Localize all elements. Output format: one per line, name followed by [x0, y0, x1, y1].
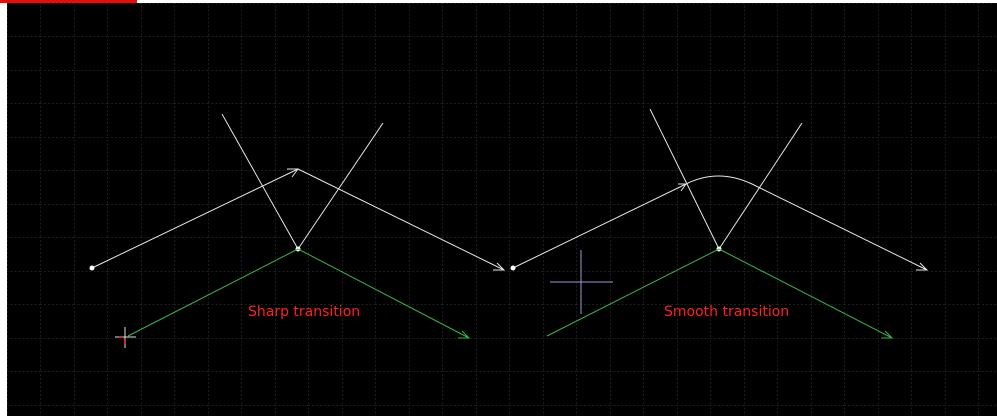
cursor-crosshair-large [550, 250, 613, 314]
transition-diagram: Sharp transition [7, 3, 997, 416]
sharp-v-line-left [221, 113, 299, 250]
sharp-green-vector-in [127, 248, 299, 337]
cursor-crosshair-small [115, 327, 136, 348]
smooth-arrowhead-end [916, 262, 929, 271]
sharp-path-segment-2 [297, 168, 505, 271]
smooth-green-vector-out [718, 248, 893, 339]
sharp-green-vector-out [297, 248, 470, 339]
top-accent-bar [0, 0, 137, 3]
smooth-transition-group: Smooth transition [510, 108, 929, 339]
smooth-start-point [510, 265, 516, 271]
drawing-canvas[interactable]: Sharp transition [7, 3, 997, 416]
grid [7, 3, 997, 416]
smooth-path [512, 175, 928, 271]
sharp-green-arrowhead [458, 330, 471, 339]
smooth-green-arrowhead [881, 330, 894, 339]
sharp-arrowhead-2 [493, 262, 506, 271]
sharp-transition-group: Sharp transition [89, 113, 506, 348]
smooth-v-line-left [649, 108, 720, 250]
sharp-transition-label: Sharp transition [248, 304, 360, 320]
smooth-transition-label: Smooth transition [664, 304, 789, 320]
smooth-arrowhead-mid [678, 183, 687, 192]
smooth-green-vector-in [546, 248, 720, 337]
sharp-v-line-right [297, 122, 384, 250]
sharp-path-segment-1 [91, 168, 299, 269]
smooth-v-line-right [718, 122, 803, 250]
sharp-start-point [89, 265, 95, 271]
